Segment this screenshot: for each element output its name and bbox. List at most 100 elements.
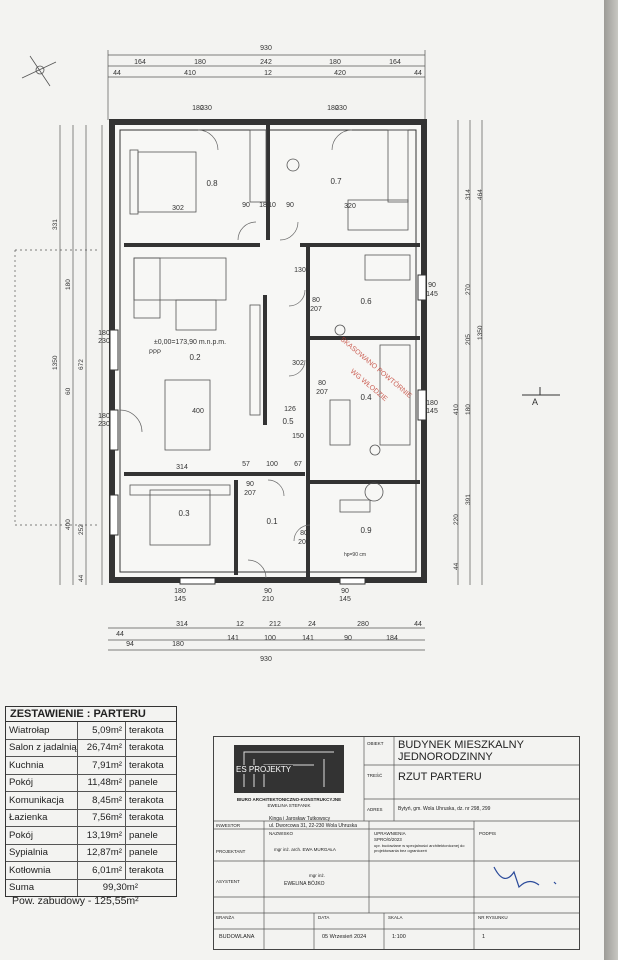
ppp-label: PPP (149, 350, 161, 356)
opening-label: 207 (310, 306, 322, 313)
object-title: BUDYNEK MIESZKALNY JEDNORODZINNY (398, 739, 524, 763)
room-label: 0.8 (206, 179, 218, 188)
dim-top: 12 (264, 70, 272, 77)
dim-bottom: 24 (308, 621, 316, 628)
room-label: 0.2 (189, 353, 201, 362)
dim-bottom: 12 (236, 621, 244, 628)
room-dim: 320 (344, 203, 356, 210)
dim-left: 1350 (52, 355, 59, 370)
dim-top: 44 (113, 70, 121, 77)
inner-dim: 100 (266, 461, 278, 468)
signature-icon (493, 866, 557, 889)
room-dim: 302 (172, 205, 184, 212)
room-label: 0.3 (178, 509, 190, 518)
floor-plan: 930 164 180 242 180 164 44 410 12 420 44… (14, 45, 560, 663)
opening-label: 90 (246, 481, 254, 488)
opening-label: 90 (341, 588, 349, 595)
opening-label: 180 (327, 105, 339, 112)
inner-dim: 314 (176, 464, 188, 471)
north-arrow-icon (21, 55, 57, 87)
dim-bottom: 212 (269, 621, 281, 628)
opening-label: 230 (200, 105, 212, 112)
dim-bottom: 141 (227, 635, 239, 642)
dim-top: 242 (260, 59, 272, 66)
dim-right: 314 (465, 189, 472, 200)
dim-top: 410 (184, 70, 196, 77)
dim-bottom: 141 (302, 635, 314, 642)
page-edge (604, 0, 618, 960)
opening-label: 145 (174, 596, 186, 603)
dim-right: 44 (453, 562, 460, 570)
dim-right: 1350 (477, 325, 484, 340)
dim-bottom: 44 (116, 631, 124, 638)
inner-dim: hp=90 cm (344, 552, 366, 558)
inner-dim: 10 (268, 202, 276, 209)
dim-top: 180 (329, 59, 341, 66)
opening-label: 180 (192, 105, 204, 112)
section-label: A (532, 397, 538, 407)
inner-dim: 18 (259, 202, 267, 209)
dim-bottom: 314 (176, 621, 188, 628)
room-label: 0.4 (360, 393, 372, 402)
opening-label: 90 (428, 282, 436, 289)
dim-top: 420 (334, 70, 346, 77)
opening-label: 230 (98, 338, 110, 345)
built-area: Pow. zabudowy - 125,55m² (12, 895, 139, 907)
dim-left: 60 (65, 387, 72, 395)
dim-bottom: 180 (172, 641, 184, 648)
dim-bottom: 280 (357, 621, 369, 628)
dim-bottom: 44 (414, 621, 422, 628)
inner-dim: 150 (292, 433, 304, 440)
level-text: ±0,00=173,90 m.n.p.m. (154, 339, 226, 346)
opening-label: 145 (339, 596, 351, 603)
dim-top: 164 (389, 59, 401, 66)
dim-top-overall: 930 (260, 45, 272, 52)
title-block: ES PROJEKTY BIURO ARCHITEKTONICZNO-KONST… (213, 736, 580, 950)
dim-left: 672 (78, 359, 85, 370)
dim-bottom: 184 (386, 635, 398, 642)
dim-right: 464 (477, 189, 484, 200)
dim-left: 44 (78, 574, 85, 582)
dim-right: 391 (465, 494, 472, 505)
dim-bottom: 100 (264, 635, 276, 642)
drawing-title: RZUT PARTERU (398, 771, 482, 783)
opening-label: 180 (426, 400, 438, 407)
table-title: ZESTAWIENIE : PARTERU (6, 707, 176, 722)
opening-label: 207 (298, 539, 310, 546)
room-label: 0.7 (330, 177, 342, 186)
logo-text: ES PROJEKTY (234, 765, 294, 774)
opening-label: 230 (335, 105, 347, 112)
opening-label: 210 (262, 596, 274, 603)
dim-right: 180 (465, 404, 472, 415)
dim-right: 205 (465, 334, 472, 345)
room-label: 0.9 (360, 526, 372, 535)
opening-label: 80 (318, 380, 326, 387)
room-label: 0.6 (360, 297, 372, 306)
opening-label: 90 (264, 588, 272, 595)
dim-left: 331 (52, 219, 59, 230)
dim-top: 44 (414, 70, 422, 77)
inner-dim: 126 (284, 406, 296, 413)
inner-dim: 57 (242, 461, 250, 468)
opening-label: 180 (98, 330, 110, 337)
dim-right: 220 (453, 514, 460, 525)
dim-right: 410 (453, 404, 460, 415)
opening-label: 180 (174, 588, 186, 595)
section-mark-icon (522, 387, 560, 396)
dim-bottom: 90 (344, 635, 352, 642)
opening-label: 80 (300, 530, 308, 537)
dim-bottom: 94 (126, 641, 134, 648)
opening-label: 207 (244, 490, 256, 497)
opening-label: 230 (98, 421, 110, 428)
inner-dim: 130 (294, 267, 306, 274)
inner-dim: 67 (294, 461, 302, 468)
